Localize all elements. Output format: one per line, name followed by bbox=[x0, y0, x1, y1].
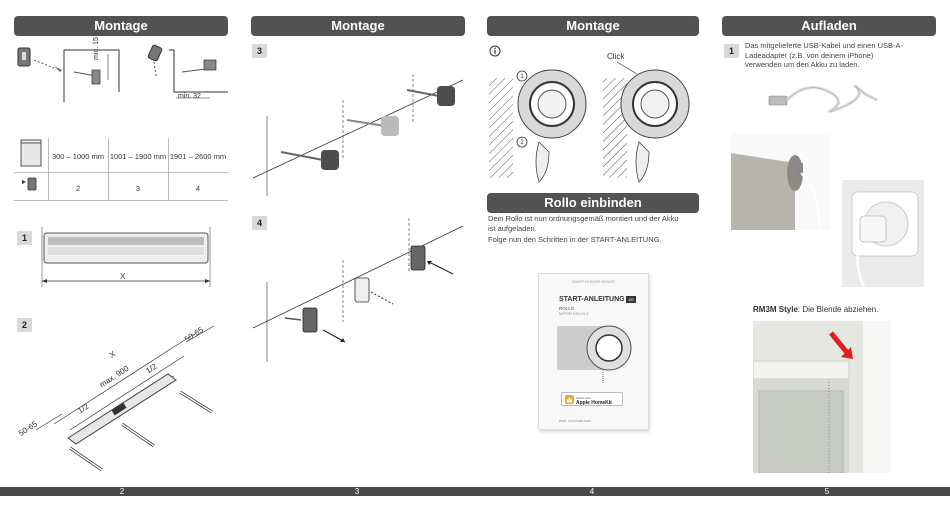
blind-icon bbox=[20, 139, 42, 191]
page-number-3: 3 bbox=[354, 487, 360, 496]
column-page-3: Montage bbox=[251, 0, 465, 490]
charge-step-1-text: Das mitgelieferte USB-Kabel und einen US… bbox=[745, 41, 903, 69]
cover-removal-photo bbox=[753, 321, 891, 473]
red-arrow-icon bbox=[841, 347, 853, 359]
cover-photo-shape bbox=[753, 321, 891, 473]
motor-insert-diagram: 1 2 bbox=[489, 61, 690, 183]
width-x-label: X bbox=[120, 272, 126, 281]
step-3-number: 3 bbox=[252, 44, 267, 58]
card-motor-illustration bbox=[557, 325, 632, 384]
column-page-2: Montage bbox=[14, 0, 228, 490]
bracket-count-table: 300 – 1000 mm 1001 – 1900 mm 1901 – 2600… bbox=[14, 138, 228, 201]
section-header-aufladen: Aufladen bbox=[722, 16, 936, 36]
section-header-montage-2: Montage bbox=[251, 16, 465, 36]
card-lang-badge: DE bbox=[626, 296, 636, 303]
para-follow-guide: Folge nun den Schritten in der START-ANL… bbox=[488, 235, 662, 244]
rm3m-style-text: RM3M Style: Die Blende abziehen. bbox=[753, 305, 878, 315]
page-number-4: 4 bbox=[589, 487, 595, 496]
blind-roller-shape bbox=[731, 133, 830, 230]
circle-2-text: 2 bbox=[520, 140, 524, 146]
drilling-diagram bbox=[252, 74, 464, 196]
para-mounted: Dein Rollo ist nun ordnungsgemäß montier… bbox=[488, 214, 679, 233]
charge-step-1-number: 1 bbox=[724, 44, 739, 58]
socket-charger-photo bbox=[842, 180, 924, 287]
step-1-number: 1 bbox=[17, 231, 32, 245]
page-number-2: 2 bbox=[119, 487, 125, 496]
circle-1-text: 1 bbox=[520, 74, 524, 80]
table-value-3: 4 bbox=[195, 184, 201, 193]
table-value-2: 3 bbox=[135, 184, 141, 193]
blind-charging-photo bbox=[731, 133, 830, 230]
homekit-badge: Works with Apple HomeKit bbox=[561, 392, 623, 406]
page-number-5: 5 bbox=[824, 487, 830, 496]
homekit-big-text: Apple HomeKit bbox=[576, 400, 612, 406]
mounting-sketch-wall bbox=[17, 44, 228, 102]
card-footer: RMB | MOTIONBLINDS bbox=[559, 419, 591, 423]
homekit-house-icon bbox=[565, 395, 574, 404]
card-top-text: SMART IN EINER MINUTE bbox=[572, 280, 615, 284]
start-guide-card: SMART IN EINER MINUTE START-ANLEITUNG DE… bbox=[538, 273, 649, 430]
step-4-number: 4 bbox=[252, 216, 267, 230]
card-title: START-ANLEITUNG bbox=[559, 296, 625, 303]
rm3m-style-bold: RM3M Style bbox=[753, 305, 798, 314]
table-value-1: 2 bbox=[75, 184, 81, 193]
min-15-label: min. 15 bbox=[93, 37, 100, 60]
homekit-small-text: Works with bbox=[576, 396, 591, 400]
column-page-4: Montage Rollo einbinden bbox=[487, 0, 699, 490]
section-header-rollo-einbinden: Rollo einbinden bbox=[487, 193, 699, 213]
click-label: Click bbox=[607, 52, 625, 61]
page-footer bbox=[0, 487, 950, 496]
usb-cable-photo bbox=[765, 72, 885, 118]
blind-measure-diagram bbox=[41, 227, 211, 287]
section-header-montage-1: Montage bbox=[14, 16, 228, 36]
card-subtitle: ROLLO bbox=[559, 306, 575, 311]
table-header-1: 300 – 1000 mm bbox=[51, 152, 105, 161]
bracket-spacing-diagram bbox=[35, 325, 215, 472]
table-header-2: 1001 – 1900 mm bbox=[109, 152, 167, 161]
min-32-label: min. 32 bbox=[178, 93, 201, 100]
bracket-screw-diagram bbox=[252, 218, 464, 362]
column-page-5: Aufladen bbox=[722, 0, 936, 490]
table-header-3: 1901 – 2600 mm bbox=[169, 152, 227, 161]
step-2-number: 2 bbox=[17, 318, 32, 332]
rm3m-style-rest: : Die Blende abziehen. bbox=[797, 305, 879, 314]
section-header-montage-3: Montage bbox=[487, 16, 699, 36]
card-model: MOTOR CM-L01-2 bbox=[559, 312, 589, 316]
socket-shape bbox=[842, 180, 924, 287]
info-circle-icon bbox=[489, 45, 501, 57]
